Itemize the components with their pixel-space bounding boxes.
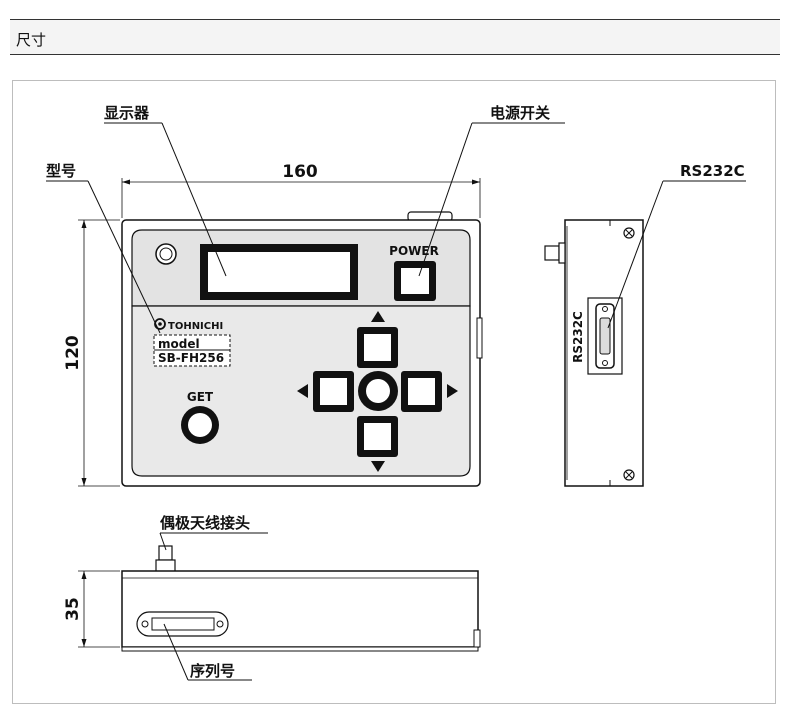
callout-model-leader (87, 180, 161, 334)
dim-height-arrow-top (81, 220, 87, 228)
arrow-up-icon (371, 311, 385, 322)
arrow-left-icon (297, 384, 308, 398)
callout-power-label: 电源开关 (490, 104, 550, 122)
serial-plate-hole-left (141, 620, 149, 628)
screw-bottom-slot-b (625, 471, 633, 479)
arrow-down-icon (371, 461, 385, 472)
indicator-light (155, 243, 177, 265)
screw-top-slot-b (625, 229, 633, 237)
dim-depth-arrow-top (81, 571, 87, 579)
rs232c-screw-top (602, 306, 608, 312)
get-button-face (188, 413, 212, 437)
dim-width-arrow-right (472, 179, 480, 185)
down-button-face (364, 423, 391, 450)
callout-display-label: 显示器 (104, 104, 150, 122)
callout-serial-leader (163, 623, 189, 681)
dim-height-value: 120 (63, 335, 83, 371)
rs232c-screw-bottom (602, 360, 608, 366)
side-port-label: RS232C (571, 311, 585, 363)
dim-depth-arrow-bottom (81, 639, 87, 647)
callout-model-label: 型号 (46, 162, 76, 180)
model-caption: model (158, 337, 200, 351)
lcd-screen (208, 252, 350, 292)
rs232c-socket (599, 317, 611, 355)
callout-power-leader (418, 122, 473, 277)
front-view: POWER TOHNICHI model SB-FH256 GET (46, 104, 565, 487)
side-antenna-base (558, 242, 566, 264)
dim-height-arrow-bottom (81, 478, 87, 486)
side-antenna-stub (544, 245, 560, 261)
power-button-label: POWER (389, 244, 439, 258)
callout-display-leader (161, 122, 227, 277)
callout-antenna-label: 偶极天线接头 (160, 514, 250, 532)
serial-plate-hole-right (216, 620, 224, 628)
arrow-right-icon (447, 384, 458, 398)
dim-width-value: 160 (282, 162, 318, 182)
brand-logo-icon (154, 318, 166, 330)
center-button-face (366, 379, 390, 403)
callout-rs232c-label: RS232C (680, 162, 745, 180)
brand-logo-dot (158, 322, 162, 326)
left-button-face (320, 378, 347, 405)
right-button-face (408, 378, 435, 405)
model-number: SB-FH256 (158, 351, 224, 365)
dim-width-arrow-left (122, 179, 130, 185)
power-button-face (401, 268, 429, 294)
antenna-connector-base (155, 559, 176, 573)
brand-name: TOHNICHI (168, 321, 223, 332)
side-tab (476, 317, 483, 359)
up-button-face (364, 334, 391, 361)
bottom-view: 35 偶极天线接头 序列号 (63, 514, 481, 681)
section-header: 尺寸 (10, 19, 780, 55)
callout-rs232c-leader (607, 180, 664, 329)
callout-antenna-leader (159, 532, 167, 551)
callout-serial-label: 序列号 (190, 662, 235, 680)
serial-number-field (151, 617, 215, 631)
side-view: RS232C RS232C (544, 162, 746, 487)
get-button-label: GET (187, 390, 214, 404)
indicator-inner (159, 247, 173, 261)
bottom-base-strip (121, 646, 479, 652)
section-title: 尺寸 (16, 32, 47, 49)
bottom-right-tab (473, 629, 481, 648)
dim-depth-value: 35 (63, 597, 83, 621)
